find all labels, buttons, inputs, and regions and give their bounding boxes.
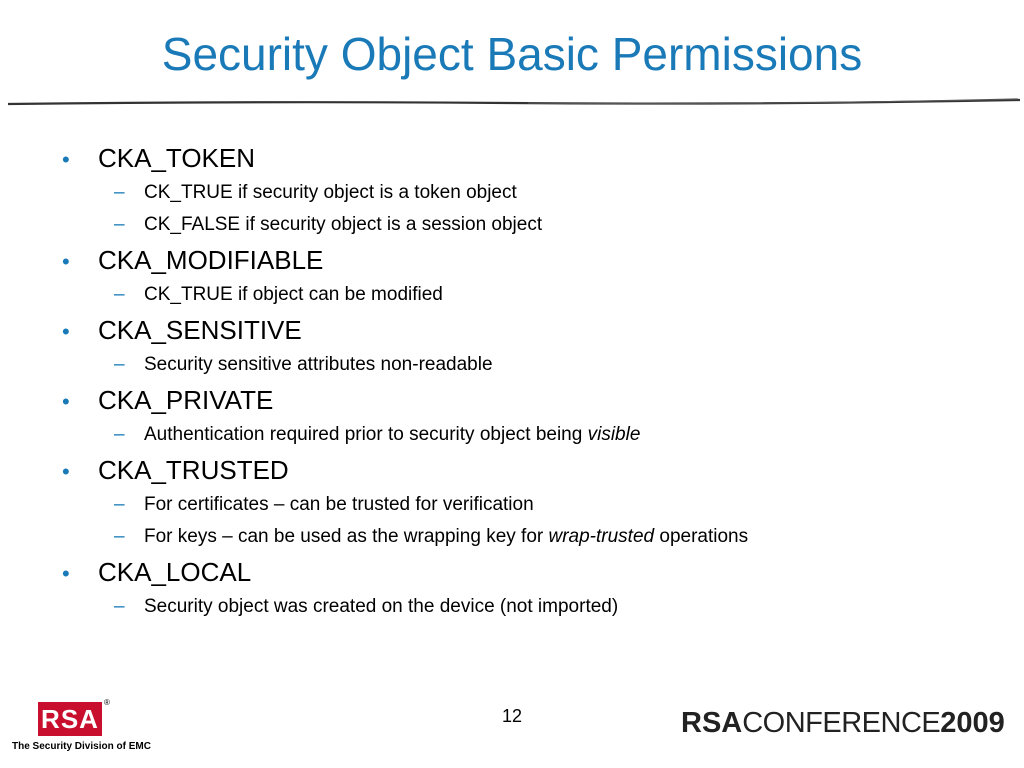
bullet-dot-icon: • (62, 249, 70, 274)
sub-text: Authentication required prior to securit… (144, 424, 641, 445)
bullet-dot-icon: • (62, 319, 70, 344)
emphasis-wrap-trusted: wrap-trusted (548, 526, 655, 547)
bullet-item: • CKA_MODIFIABLE (62, 244, 1002, 278)
dash-icon: – (114, 424, 125, 445)
dash-icon: – (114, 526, 125, 547)
bullet-item: • CKA_TOKEN (62, 142, 1002, 176)
page-number: 12 (501, 706, 523, 726)
sub-text: For certificates – can be trusted for ve… (144, 494, 534, 515)
bullet-label: CKA_LOCAL (98, 557, 252, 587)
sub-item: – For keys – can be used as the wrapping… (114, 522, 1002, 552)
sub-text: Security sensitive attributes non-readab… (144, 354, 493, 375)
bullet-dot-icon: • (62, 147, 70, 172)
conference-logo-word: CONFERENCE (742, 707, 941, 739)
conference-logo-rsa: RSA (681, 707, 743, 739)
dash-icon: – (114, 354, 125, 375)
bullet-label: CKA_MODIFIABLE (98, 245, 324, 275)
logo-tagline: The Security Division of EMC (12, 741, 151, 752)
bullet-dot-icon: • (62, 459, 70, 484)
bullet-label: CKA_SENSITIVE (98, 315, 302, 345)
bullet-label: CKA_TRUSTED (98, 455, 289, 485)
rsa-logo: RSA (38, 702, 102, 736)
sub-item: – CK_FALSE if security object is a sessi… (114, 210, 1002, 240)
bullet-list: • CKA_TOKEN – CK_TRUE if security object… (62, 138, 1002, 622)
emphasis-visible: visible (587, 424, 641, 445)
sub-text: CK_TRUE if object can be modified (144, 284, 443, 305)
bullet-dot-icon: • (62, 561, 70, 586)
dash-icon: – (114, 494, 125, 515)
slide-title: Security Object Basic Permissions (161, 28, 863, 80)
bullet-label: CKA_TOKEN (98, 143, 256, 173)
title-divider-rule (8, 98, 1020, 106)
sub-text: CK_TRUE if security object is a token ob… (144, 182, 517, 203)
dash-icon: – (114, 284, 125, 305)
bullet-item: • CKA_PRIVATE (62, 384, 1002, 418)
dash-icon: – (114, 182, 125, 203)
sub-item: – Security sensitive attributes non-read… (114, 350, 1002, 380)
bullet-label: CKA_PRIVATE (98, 385, 274, 415)
sub-item: – CK_TRUE if object can be modified (114, 280, 1002, 310)
bullet-item: • CKA_LOCAL (62, 556, 1002, 590)
bullet-item: • CKA_SENSITIVE (62, 314, 1002, 348)
conference-logo-year: 2009 (940, 707, 1005, 739)
conference-logo: RSACONFERENCE2009 (681, 705, 1005, 741)
sub-text: Security object was created on the devic… (144, 596, 619, 617)
sub-item: – Security object was created on the dev… (114, 592, 1002, 622)
registered-mark: ® (104, 698, 110, 707)
sub-text: CK_FALSE if security object is a session… (144, 214, 543, 235)
bullet-item: • CKA_TRUSTED (62, 454, 1002, 488)
sub-item: – For certificates – can be trusted for … (114, 490, 1002, 520)
dash-icon: – (114, 214, 125, 235)
dash-icon: – (114, 596, 125, 617)
bullet-dot-icon: • (62, 389, 70, 414)
sub-item: – CK_TRUE if security object is a token … (114, 178, 1002, 208)
sub-item: – Authentication required prior to secur… (114, 420, 1002, 450)
sub-text: For keys – can be used as the wrapping k… (144, 526, 749, 547)
